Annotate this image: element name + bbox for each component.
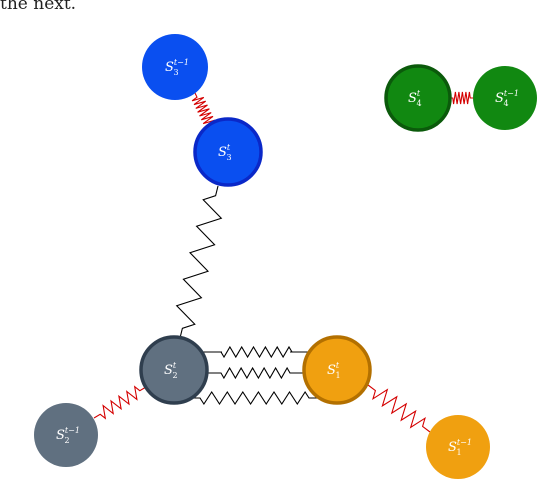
node-label-s4-prev: St−1 bbox=[495, 89, 519, 106]
spring-temporal-s4-s4-prev-1 bbox=[450, 91, 473, 105]
node-circle-s4 bbox=[384, 64, 452, 132]
node-label-s1: St bbox=[327, 361, 340, 378]
caption-text: the next. bbox=[0, 0, 77, 14]
node-circle-s3-prev bbox=[142, 34, 208, 100]
node-circle-s3 bbox=[193, 117, 263, 187]
spring-spatial-s2-s1-7 bbox=[188, 390, 321, 406]
spring-spatial-s2-s1-6 bbox=[207, 366, 304, 380]
node-s4: St4 bbox=[384, 64, 452, 132]
node-label-s3-prev: St−1 bbox=[165, 58, 189, 75]
spring-spatial-s2-s1-5 bbox=[205, 345, 306, 359]
node-label-s1-prev: St−1 bbox=[448, 438, 472, 455]
node-s2-prev: St−12 bbox=[34, 403, 98, 467]
node-sub-s2-prev: 2 bbox=[65, 436, 70, 445]
node-circle-s2 bbox=[139, 335, 209, 405]
node-label-s2-prev: St−1 bbox=[56, 426, 80, 443]
node-s3-prev: St−13 bbox=[142, 34, 208, 100]
node-sub-s3: 3 bbox=[227, 153, 232, 162]
node-label-s4: St bbox=[408, 89, 421, 106]
node-s3: St3 bbox=[193, 117, 263, 187]
spring-spatial-s3-s2-4 bbox=[175, 185, 223, 339]
spring-temporal-s1-s1-prev-3 bbox=[367, 384, 431, 433]
node-circle-s4-prev bbox=[473, 66, 537, 130]
node-sub-s2: 2 bbox=[173, 371, 178, 380]
node-label-s3: St bbox=[218, 143, 231, 160]
spring-temporal-s3-prev-s3-0 bbox=[191, 92, 216, 129]
node-sub-s4: 4 bbox=[417, 99, 422, 108]
node-sub-s4-prev: 4 bbox=[504, 99, 509, 108]
node-s1: St1 bbox=[302, 335, 372, 405]
node-circle-s2-prev bbox=[34, 403, 98, 467]
node-sub-s3-prev: 3 bbox=[174, 68, 179, 77]
node-circle-s1-prev bbox=[426, 415, 490, 479]
node-circle-s1 bbox=[302, 335, 372, 405]
node-label-s2: St bbox=[164, 361, 177, 378]
spring-temporal-s2-prev-s2-2 bbox=[93, 385, 147, 420]
node-sub-s1: 1 bbox=[336, 371, 341, 380]
node-sub-s1-prev: 1 bbox=[457, 448, 462, 457]
node-s4-prev: St−14 bbox=[473, 66, 537, 130]
node-s2: St2 bbox=[139, 335, 209, 405]
node-s1-prev: St−11 bbox=[426, 415, 490, 479]
